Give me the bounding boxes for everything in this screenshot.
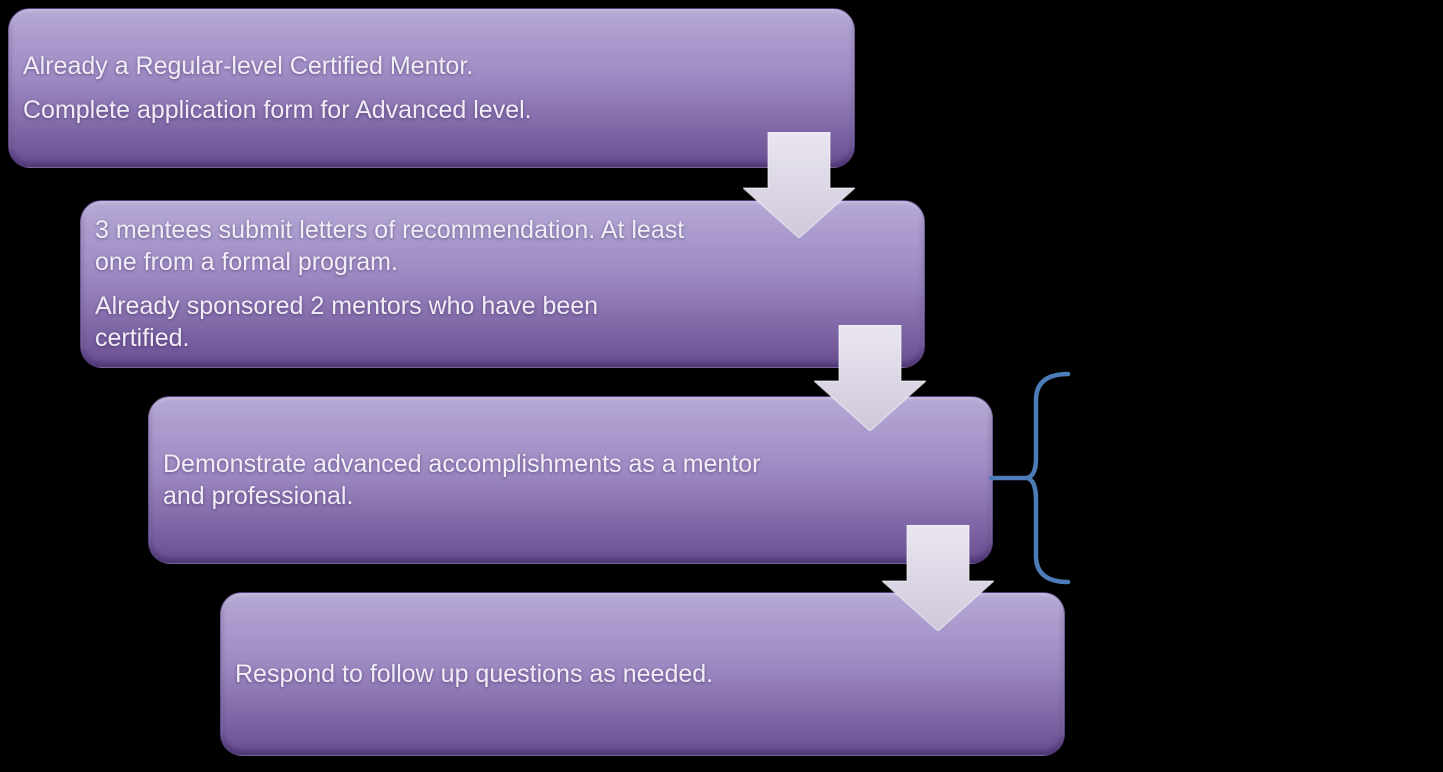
step-text-line: certified. xyxy=(95,324,190,352)
process-step-4: Respond to follow up questions as needed… xyxy=(220,592,1065,756)
curly-brace-icon xyxy=(1026,371,1071,585)
step-text-line: one from a formal program. xyxy=(95,248,398,276)
down-arrow-icon xyxy=(743,132,855,238)
process-step-3: Demonstrate advanced accomplishments as … xyxy=(148,396,993,564)
step-text-line: and professional. xyxy=(163,482,354,510)
step-text-line: Complete application form for Advanced l… xyxy=(23,96,532,124)
step-text-paragraph: Already sponsored 2 mentors who have bee… xyxy=(95,290,924,354)
process-step-2: 3 mentees submit letters of recommendati… xyxy=(80,200,925,368)
step-text-paragraph: Demonstrate advanced accomplishments as … xyxy=(163,448,992,512)
down-arrow-icon xyxy=(882,525,994,631)
down-arrow-icon xyxy=(814,325,926,431)
step-text-line: 3 mentees submit letters of recommendati… xyxy=(95,216,685,244)
step-text-paragraph: Already a Regular-level Certified Mentor… xyxy=(23,50,854,82)
step-text-line: Already sponsored 2 mentors who have bee… xyxy=(95,292,599,320)
right-brace-callout xyxy=(988,371,1071,585)
step-text-paragraph: Respond to follow up questions as needed… xyxy=(235,658,1064,690)
process-step-1: Already a Regular-level Certified Mentor… xyxy=(8,8,855,168)
step-text-paragraph: Complete application form for Advanced l… xyxy=(23,94,854,126)
step-text-line: Already a Regular-level Certified Mentor… xyxy=(23,52,474,80)
step-text-line: Demonstrate advanced accomplishments as … xyxy=(163,450,761,478)
step-text-paragraph: 3 mentees submit letters of recommendati… xyxy=(95,214,924,278)
step-text-line: Respond to follow up questions as needed… xyxy=(235,660,714,688)
